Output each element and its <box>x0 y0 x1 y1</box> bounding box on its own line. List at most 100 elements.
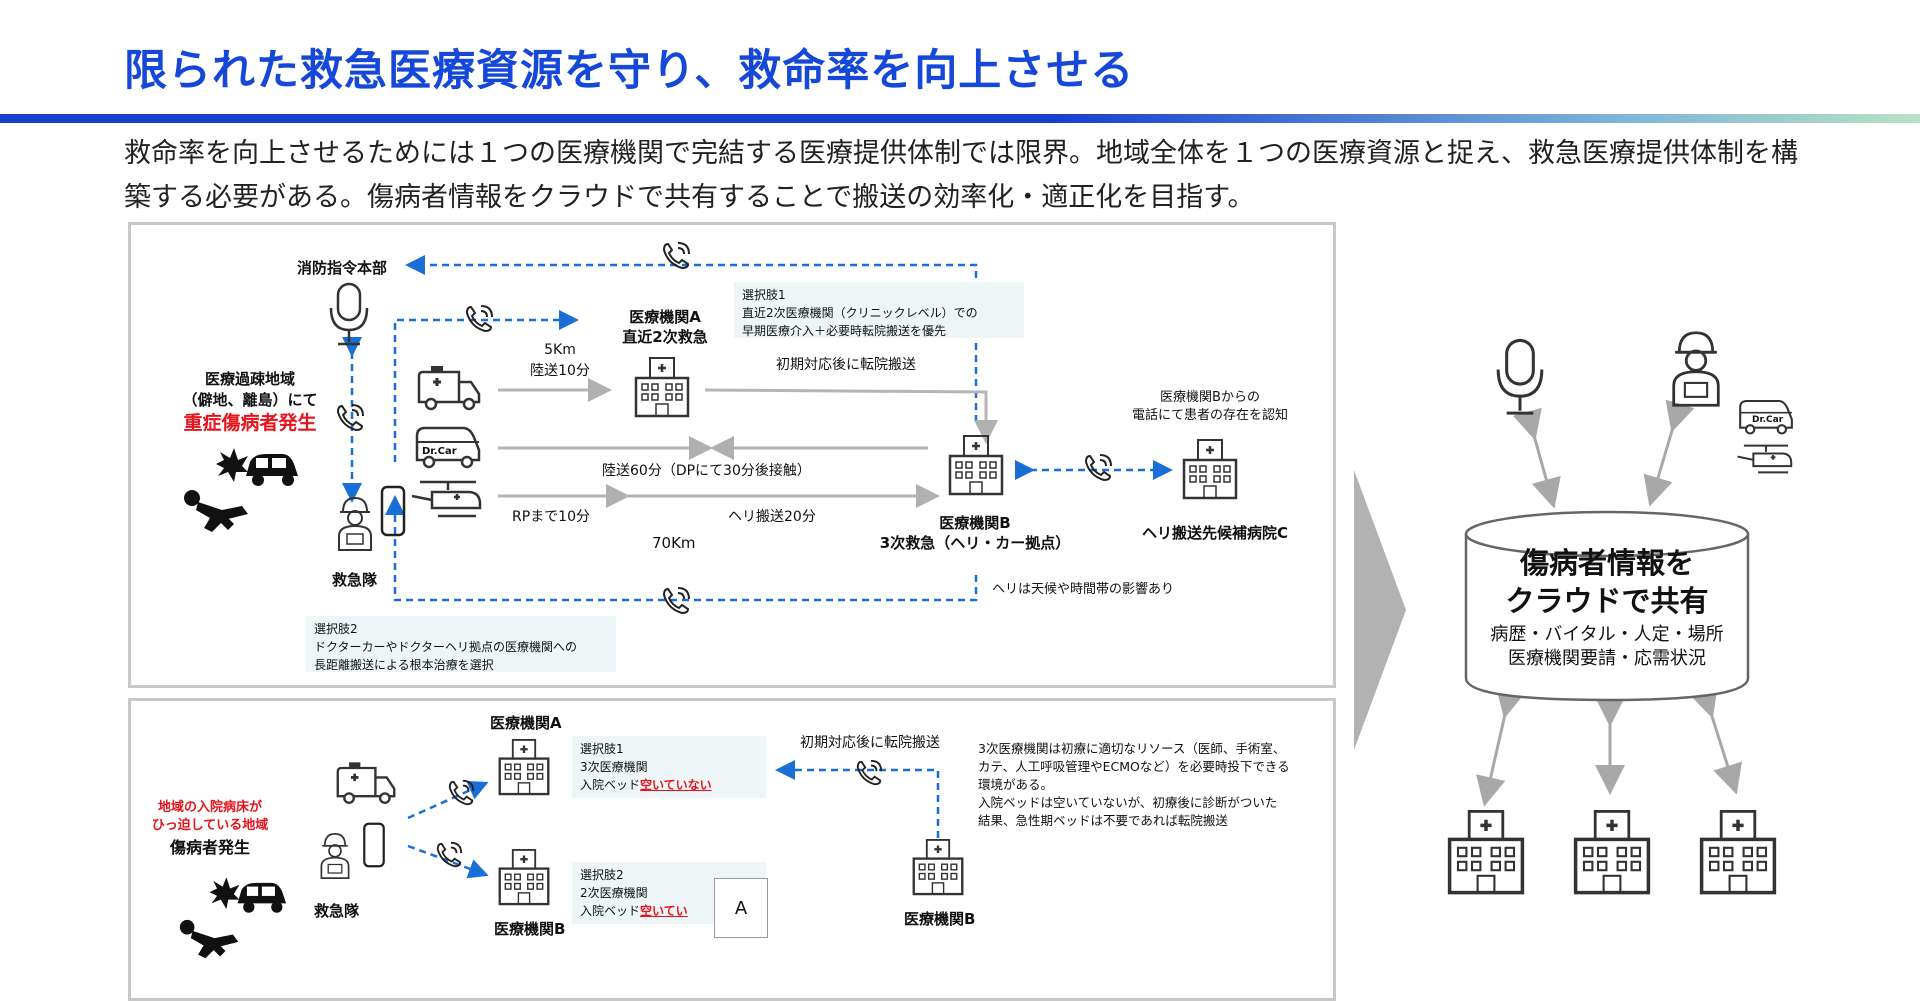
doctor-car-icon <box>415 426 481 469</box>
b-option1-note: 選択肢1 3次医療機関 入院ベッド空いていない <box>572 736 766 798</box>
b-region-line1: 地域の入院病床が <box>157 800 262 815</box>
paramedic-icon <box>1672 331 1720 407</box>
phone-signal-icon <box>465 305 493 333</box>
b-hospital-b-label: 医療機関B <box>494 920 566 938</box>
hospital-icon <box>912 839 964 896</box>
b-initial-transfer: 初期対応後に転院搬送 <box>800 735 940 751</box>
title-underline <box>0 114 1920 123</box>
doctor-car-icon <box>1739 399 1793 435</box>
b-region-line2: ひっ迫している地域 <box>151 818 269 833</box>
b-option2-status: 空いてい <box>640 904 688 918</box>
paramedic-icon <box>338 496 372 551</box>
b-option2-line2: 入院ベッド空いてい <box>580 902 758 920</box>
phone-signal-icon <box>662 587 690 615</box>
hospital-b-line2: 3次救急（ヘリ・カー拠点） <box>879 534 1071 552</box>
cloud-title-line2: クラウドで共有 <box>1505 584 1709 618</box>
injured-person-icon <box>184 490 248 532</box>
dist-70km: 70Km <box>652 534 696 552</box>
hospital-icon <box>1182 439 1238 500</box>
hospital-a-line1: 医療機関A <box>629 308 701 326</box>
drcar-label: Dr.Car <box>422 446 457 457</box>
b-option2-line1: 2次医療機関 <box>580 886 648 900</box>
phone-signal-icon <box>662 242 690 270</box>
intro-text: 救命率を向上させるためには１つの医療機関で完結する医療提供体制では限界。地域全体… <box>124 138 1798 213</box>
hospital-b-line1: 医療機関B <box>939 514 1011 532</box>
cloud-title-line1: 傷病者情報を <box>1519 546 1694 580</box>
hospital-icon <box>498 739 550 796</box>
cloud-drcar-label: Dr.Car <box>1752 415 1784 425</box>
option1-title: 選択肢1 <box>742 288 786 302</box>
helicopter-icon <box>1737 444 1793 474</box>
hq-label: 消防指令本部 <box>297 259 388 277</box>
b-explanation-line: 環境がある。 <box>978 777 1054 792</box>
b-explanation: 3次医療機関は初療に適切なリソース（医師、手術室、 カテ、人工呼吸管理やECMO… <box>978 740 1290 830</box>
bottom-panel <box>128 698 1336 1001</box>
b-explanation-line: カテ、人工呼吸管理やECMOなど）を必要時投下できる <box>978 759 1290 774</box>
helicopter-icon <box>411 480 482 518</box>
b-explanation-line: 3次医療機関は初療に適切なリソース（医師、手術室、 <box>978 741 1286 756</box>
smartphone-icon <box>380 485 406 537</box>
hospital-icon <box>498 849 550 906</box>
ambulance-icon <box>417 366 481 411</box>
dist-5km: 5Km <box>544 342 576 358</box>
b-option1-bed: 入院ベッド <box>580 778 641 792</box>
b-team-label: 救急隊 <box>314 902 360 920</box>
hospital-icon <box>1447 810 1525 895</box>
phone-signal-icon <box>336 404 364 432</box>
b-option1-line1: 3次医療機関 <box>580 760 648 774</box>
b-option1-status: 空いていない <box>640 778 712 792</box>
phone-signal-icon <box>1084 454 1112 482</box>
option1-note: 選択肢1 直近2次医療機関（クリニックレベル）での 早期医療介入＋必要時転院搬送… <box>734 282 1024 338</box>
injured-person-icon <box>179 919 239 959</box>
land-60: 陸送60分（DPにて30分後接触） <box>602 463 811 479</box>
team-label: 救急隊 <box>332 571 378 589</box>
hospital-icon <box>1699 810 1777 895</box>
phone-signal-icon <box>448 779 475 806</box>
heli-weather-note: ヘリは天候や時間帯の影響あり <box>992 582 1175 597</box>
b-hospital-b3-label: 医療機関B <box>904 910 976 928</box>
b-option1-line2: 入院ベッド空いていない <box>580 776 758 794</box>
popup-box[interactable]: A <box>714 878 768 938</box>
b-option2-bed: 入院ベッド <box>580 904 641 918</box>
b-hospital-a-label: 医療機関A <box>490 714 562 732</box>
b-option1-title: 選択肢1 <box>580 742 624 756</box>
popup-label: A <box>734 897 748 919</box>
b-option2-title: 選択肢2 <box>580 868 624 882</box>
hospital-a-line2: 直近2次救急 <box>622 328 708 346</box>
microphone-icon <box>329 282 369 346</box>
c-note-line2: 電話にて患者の存在を認知 <box>1131 408 1288 423</box>
option1-line2: 早期医療介入＋必要時転院搬送を優先 <box>742 324 947 338</box>
right-chevron-shape <box>1354 470 1406 750</box>
land-10: 陸送10分 <box>530 363 590 379</box>
region-line1: 医療過疎地域 <box>204 370 295 388</box>
top-panel <box>128 222 1336 688</box>
hospital-c-label: ヘリ搬送先候補病院C <box>1141 524 1288 542</box>
car-crash-icon <box>209 877 287 913</box>
hospital-icon <box>634 357 690 418</box>
option2-note: 選択肢2 ドクターカーやドクターヘリ拠点の医療機関への 長距離搬送による根本治療… <box>306 616 616 672</box>
b-explanation-line: 入院ベッドは空いていないが、初療後に診断がついた <box>978 795 1278 810</box>
smartphone-icon <box>363 822 385 868</box>
region-line3: 重症傷病者発生 <box>183 412 317 434</box>
cloud-detail-line1: 病歴・バイタル・人定・場所 <box>1490 624 1724 645</box>
c-note-line1: 医療機関Bからの <box>1160 390 1260 405</box>
phone-signal-icon <box>436 841 463 868</box>
cloud-database-shape <box>1464 510 1750 702</box>
hospital-icon <box>1573 810 1651 895</box>
option2-line2: 長距離搬送による根本治療を選択 <box>314 658 494 672</box>
page-title: 限られた救急医療資源を守り、救命率を向上させる <box>124 46 1135 96</box>
heli-20: ヘリ搬送20分 <box>728 509 816 525</box>
ambulance-icon <box>336 762 396 804</box>
cloud-detail-line2: 医療機関要請・応需状況 <box>1508 648 1706 669</box>
b-region-line3: 傷病者発生 <box>169 838 250 857</box>
phone-signal-icon <box>856 759 883 786</box>
region-line2: （僻地、離島）にて <box>182 391 318 409</box>
b-explanation-line: 結果、急性期ベッドは不要であれば転院搬送 <box>978 813 1228 828</box>
car-crash-icon <box>216 448 298 486</box>
microphone-icon <box>1496 338 1544 415</box>
option1-line1: 直近2次医療機関（クリニックレベル）での <box>742 306 978 320</box>
paramedic-icon <box>320 833 350 879</box>
